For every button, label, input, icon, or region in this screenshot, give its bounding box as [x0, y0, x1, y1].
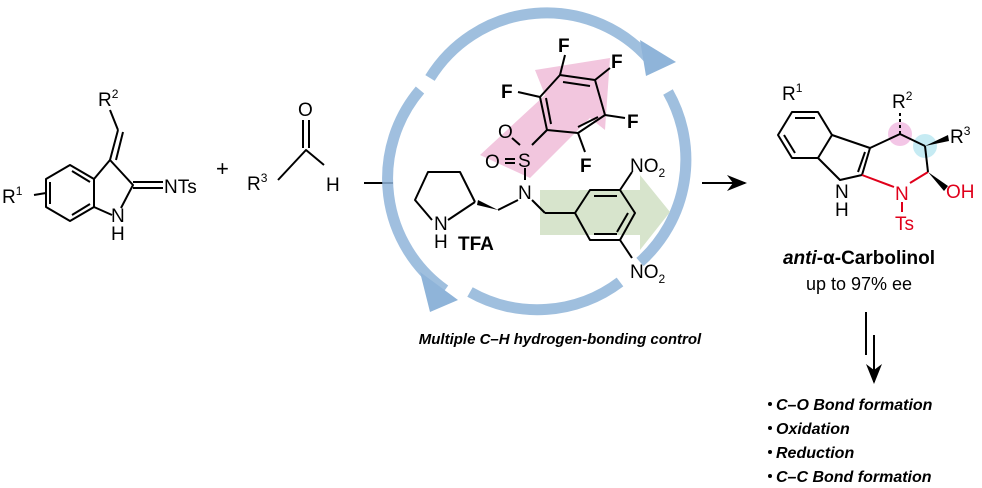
product-ee: up to 97% ee: [806, 274, 912, 294]
cycle-arrowhead-icon: [420, 272, 458, 312]
indolin-imine-reactant: R2 R1 NTs N H: [2, 87, 197, 245]
product-r1-label: R1: [782, 81, 803, 105]
product-nh-h-label: H: [835, 200, 849, 221]
product-n-label: N: [895, 184, 909, 205]
product-ts-label: Ts: [895, 214, 914, 235]
nitro-label: NO2: [630, 156, 666, 180]
fluorine-label: F: [580, 156, 592, 177]
pyrrolidine-h-label: H: [434, 232, 448, 253]
catalyst-structure: F F F F F S O O N N H TFA NO2 NO2: [414, 36, 666, 286]
fluorine-label: F: [558, 36, 570, 57]
transformation-item: Reduction: [776, 445, 854, 462]
product-oh-label: OH: [946, 182, 975, 203]
carbolinol-product: R1 R2 R3 N H N Ts OH: [777, 81, 975, 235]
aldehyde-reactant: R3 O H: [247, 100, 340, 196]
transformation-item: Oxidation: [776, 421, 850, 438]
r1-label: R1: [2, 184, 23, 208]
fluorine-label: F: [627, 112, 639, 133]
nitro-label: NO2: [630, 262, 666, 286]
cycle-caption: Multiple C–H hydrogen-bonding control: [419, 331, 702, 348]
plus-sign: +: [216, 156, 229, 181]
tfa-label: TFA: [458, 234, 494, 255]
fluorine-label: F: [611, 52, 623, 73]
sulfonyl-oxygen-label: O: [485, 152, 500, 173]
green-highlight-arrow: [540, 175, 670, 250]
product-r3-label: R3: [950, 124, 971, 148]
fluorine-label: F: [501, 82, 513, 103]
sulfonyl-oxygen-label: O: [498, 122, 513, 143]
pyrrolidine-n-label: N: [434, 214, 448, 235]
product-nh-n-label: N: [835, 182, 849, 203]
oxygen-label: O: [298, 100, 313, 121]
nh-n-label: N: [111, 206, 125, 227]
transformation-item: C–C Bond formation: [776, 469, 932, 486]
transformation-item: C–O Bond formation: [776, 397, 933, 414]
catalytic-cycle: [382, 7, 692, 316]
product-name: anti-α-Carbolinol: [783, 248, 935, 269]
transformation-list: C–O Bond formation Oxidation Reduction C…: [768, 397, 933, 486]
sulfur-label: S: [518, 151, 531, 172]
sulfonamide-n-label: N: [518, 183, 532, 204]
imine-nts-label: NTs: [164, 177, 197, 198]
cycle-arrowhead-icon: [640, 40, 676, 76]
aldehyde-h-label: H: [326, 175, 340, 196]
nh-h-label: H: [111, 224, 125, 245]
r3-label: R3: [247, 171, 268, 195]
product-r2-label: R2: [892, 89, 913, 113]
r2-label: R2: [98, 87, 119, 111]
